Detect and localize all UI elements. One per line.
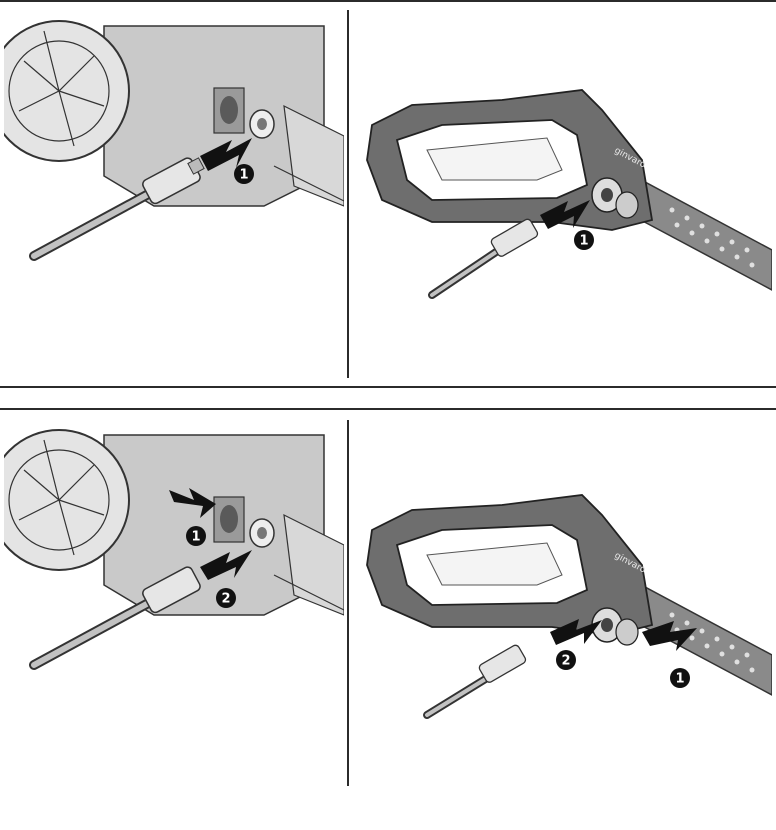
hose	[430, 246, 504, 297]
hose-coupler	[490, 218, 539, 257]
push-arrow	[200, 138, 252, 171]
wheel	[4, 20, 130, 162]
hose	[31, 188, 157, 259]
panel-bottom-right: ginvaro 2 1	[352, 420, 772, 800]
hose-coupler	[142, 566, 201, 614]
spray-gun-connect-illustration: ginvaro 1	[366, 89, 772, 299]
callout-2-label: 2	[221, 592, 230, 607]
pull-arrow-2	[200, 550, 252, 580]
pump-inlet-connect-illustration: 1	[4, 20, 344, 261]
machine-rail	[283, 513, 344, 616]
hose	[31, 597, 157, 668]
panel-top-right: ginvaro 1	[352, 10, 772, 378]
callout-1	[186, 526, 206, 546]
panel-bottom-left: 1 2	[4, 420, 344, 800]
spray-gun-disconnect-illustration: ginvaro 2 1	[366, 494, 772, 719]
pump-inlet-disconnect-illustration: 1 2	[4, 429, 344, 670]
callout-2	[216, 588, 236, 608]
callout-1-label: 1	[579, 234, 588, 249]
callout-1-label: 1	[239, 168, 248, 183]
bottom-panel-divider	[347, 420, 349, 786]
panel-top-left: 1	[4, 6, 344, 378]
machine-rail	[283, 104, 344, 207]
hose-coupler	[478, 644, 527, 683]
callout-2	[556, 650, 576, 670]
wheel	[4, 429, 130, 571]
callout-1	[574, 230, 594, 250]
top-panel-divider	[347, 10, 349, 378]
callout-1	[234, 164, 254, 184]
pull-arrow-2	[550, 619, 602, 645]
release-arrow-1	[642, 621, 697, 651]
hose	[425, 673, 494, 717]
callout-1	[670, 668, 690, 688]
callout-1-label: 1	[675, 672, 684, 687]
callout-1-label: 1	[191, 530, 200, 545]
release-arrow-1	[169, 488, 216, 518]
callout-2-label: 2	[561, 654, 570, 669]
push-arrow	[540, 200, 590, 229]
